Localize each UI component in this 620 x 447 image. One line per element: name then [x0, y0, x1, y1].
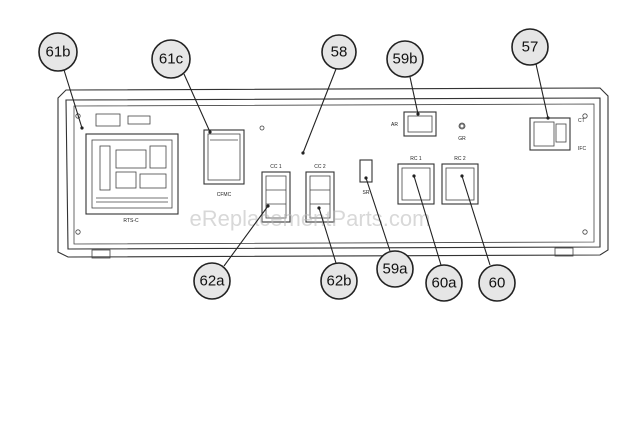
callout-60a: 60a: [425, 264, 463, 302]
right-device: CT IFC: [529, 117, 586, 152]
callout-circle-62a: [193, 262, 231, 300]
callouts: 61b 61c 58 59b 57 62a 62b 59a 60a 60: [38, 28, 549, 302]
relay-2-label: RC 2: [454, 156, 466, 162]
contactor-2: CC 2: [305, 164, 335, 223]
switch-component: SR: [359, 159, 373, 196]
callout-58: 58: [321, 34, 357, 70]
leader-61b: [63, 69, 83, 129]
leader-tip-57: [546, 116, 550, 120]
callout-circle-59b: [386, 40, 424, 78]
top-relay-label: AR: [391, 122, 398, 128]
callout-circle-61c: [151, 39, 191, 79]
leader-59a: [365, 177, 391, 252]
leader-57: [535, 63, 549, 119]
leader-62b: [318, 207, 337, 264]
leader-60a: [413, 175, 442, 266]
leader-58: [302, 68, 337, 154]
contactor-2-label: CC 2: [314, 164, 326, 170]
leader-tip-61c: [208, 130, 212, 134]
callout-59b: 59b: [386, 40, 424, 78]
callout-circle-60: [478, 264, 516, 302]
control-panel: [57, 87, 609, 259]
callout-61b: 61b: [38, 32, 78, 72]
callout-62a: 62a: [193, 262, 231, 300]
leader-tip-61b: [80, 126, 84, 130]
leader-59b: [409, 76, 419, 115]
relay-1-label: RC 1: [410, 156, 422, 162]
callout-circle-61b: [38, 32, 78, 72]
callout-label-59a: 59a: [382, 261, 408, 278]
relay-2: RC 2: [441, 156, 479, 205]
callout-circle-58: [321, 34, 357, 70]
right-device-label-1: CT: [578, 118, 585, 124]
power-supply-label: CFMC: [217, 192, 232, 198]
control-board-label: RTS-C: [123, 218, 139, 224]
callout-60: 60: [478, 264, 516, 302]
callout-label-58: 58: [331, 44, 348, 61]
callout-label-61b: 61b: [45, 44, 70, 61]
leader-tip-59a: [364, 176, 368, 180]
callout-label-60: 60: [489, 275, 506, 292]
relay-1: RC 1: [397, 156, 435, 205]
contactor-1: CC 1: [261, 164, 291, 223]
callout-circle-62b: [320, 262, 358, 300]
watermark: eReplacementParts.com: [190, 206, 431, 231]
callout-label-62b: 62b: [326, 273, 351, 290]
callout-label-62a: 62a: [199, 273, 225, 290]
callout-circle-60a: [425, 264, 463, 302]
leader-tip-62b: [317, 206, 321, 210]
power-supply: CFMC: [203, 129, 245, 198]
leader-tip-58: [301, 151, 305, 155]
top-relay: AR: [391, 111, 437, 137]
callout-label-57: 57: [522, 39, 539, 56]
callout-circle-59a: [376, 250, 414, 288]
callout-62b: 62b: [320, 262, 358, 300]
ground-marker: GR: [458, 122, 466, 142]
callout-circle-57: [511, 28, 549, 66]
leader-tip-60a: [412, 174, 416, 178]
leader-tip-59b: [416, 112, 420, 116]
callout-61c: 61c: [151, 39, 191, 79]
ground-label: GR: [458, 136, 466, 142]
leader-tip-60: [460, 174, 464, 178]
callout-label-59b: 59b: [392, 51, 417, 68]
leader-60: [461, 175, 491, 266]
contactor-1-label: CC 1: [270, 164, 282, 170]
right-device-label-2: IFC: [578, 146, 586, 152]
switch-label: SR: [363, 190, 370, 196]
callout-label-61c: 61c: [159, 51, 184, 68]
callout-label-60a: 60a: [431, 275, 457, 292]
leader-lines: [63, 63, 550, 267]
callout-59a: 59a: [376, 250, 414, 288]
callout-57: 57: [511, 28, 549, 66]
leader-62a: [223, 205, 269, 267]
control-board: RTS-C: [85, 113, 179, 224]
leader-61c: [183, 73, 211, 133]
leader-tip-62a: [266, 204, 270, 208]
